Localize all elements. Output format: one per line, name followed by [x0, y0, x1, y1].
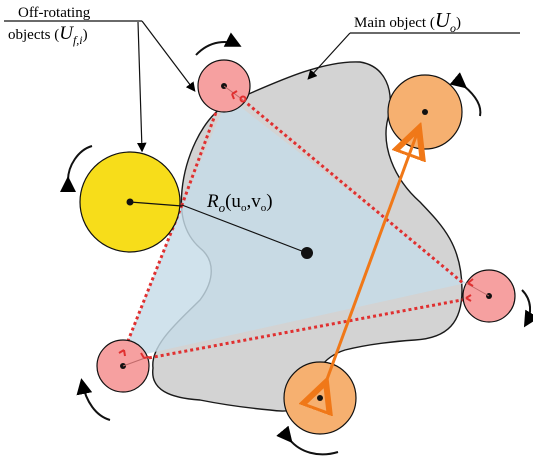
- rotation-arrows: [59, 32, 533, 456]
- radius-label: Ro(uo,vo): [206, 191, 273, 215]
- off-rotating-label: Off-rotating objects (Uf,i): [4, 5, 142, 47]
- off-rotating-pointers: [136, 20, 196, 153]
- orange-top-center-dot: [422, 109, 428, 115]
- off-rotating-line2: objects (Uf,i): [8, 23, 88, 47]
- pink-top-contact-arrows: [231, 90, 247, 103]
- orange-bottom-center-dot: [317, 395, 323, 401]
- main-object-label: Main object (Uo): [307, 8, 520, 80]
- yellow-radius-line: [129, 201, 183, 207]
- pink-right-contact-arrows: [465, 278, 474, 302]
- main-object-text: Main object (Uo): [354, 8, 461, 35]
- pink-bottom-contact-arrows: [118, 349, 150, 359]
- pink-bottom-radius: [122, 357, 146, 367]
- radius-line: [181, 204, 308, 254]
- orange-axis-arrow: [326, 128, 419, 382]
- main-center-dot: [301, 247, 313, 259]
- off-rotating-line1: Off-rotating: [18, 5, 91, 21]
